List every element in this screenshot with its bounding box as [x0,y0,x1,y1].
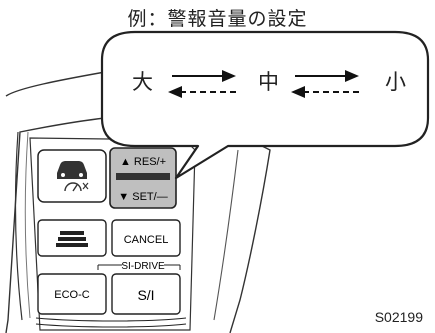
cancel-label: CANCEL [124,234,169,246]
callout-bubble [100,30,430,180]
cruise-icon [57,161,89,192]
eco-label: ECO-C [54,289,90,301]
eco-button [37,273,107,315]
res-label: ▲ RES/+ [120,156,166,168]
wheel-right-edge [229,139,271,333]
increase-arrow-2 [295,70,359,82]
wheel-right-inner [213,149,239,321]
level-medium: 中 [258,70,279,94]
diagram-caption: 例：警報音量の設定 [127,8,308,30]
bezel-line-2 [35,323,187,328]
si-drive-label: SI-DRIVE [121,261,165,272]
increase-arrow-1 [172,70,236,82]
level-large: 大 [132,70,153,94]
bezel-line [35,317,187,322]
rocker-ridge [116,173,170,180]
set-label: ▼ SET/— [118,191,167,203]
level-small: 小 [385,70,406,94]
figure-code: S02199 [374,309,423,325]
distance-icon [56,231,88,247]
si-button [111,273,181,315]
wheel-inner-line [14,131,23,321]
decrease-arrow-1 [168,86,240,98]
wheel-trim-line [24,131,31,319]
volume-levels: 大 中 小 [105,66,406,102]
cancel-button [111,219,181,257]
si-label: S/I [137,287,154,303]
decrease-arrow-2 [291,86,363,98]
